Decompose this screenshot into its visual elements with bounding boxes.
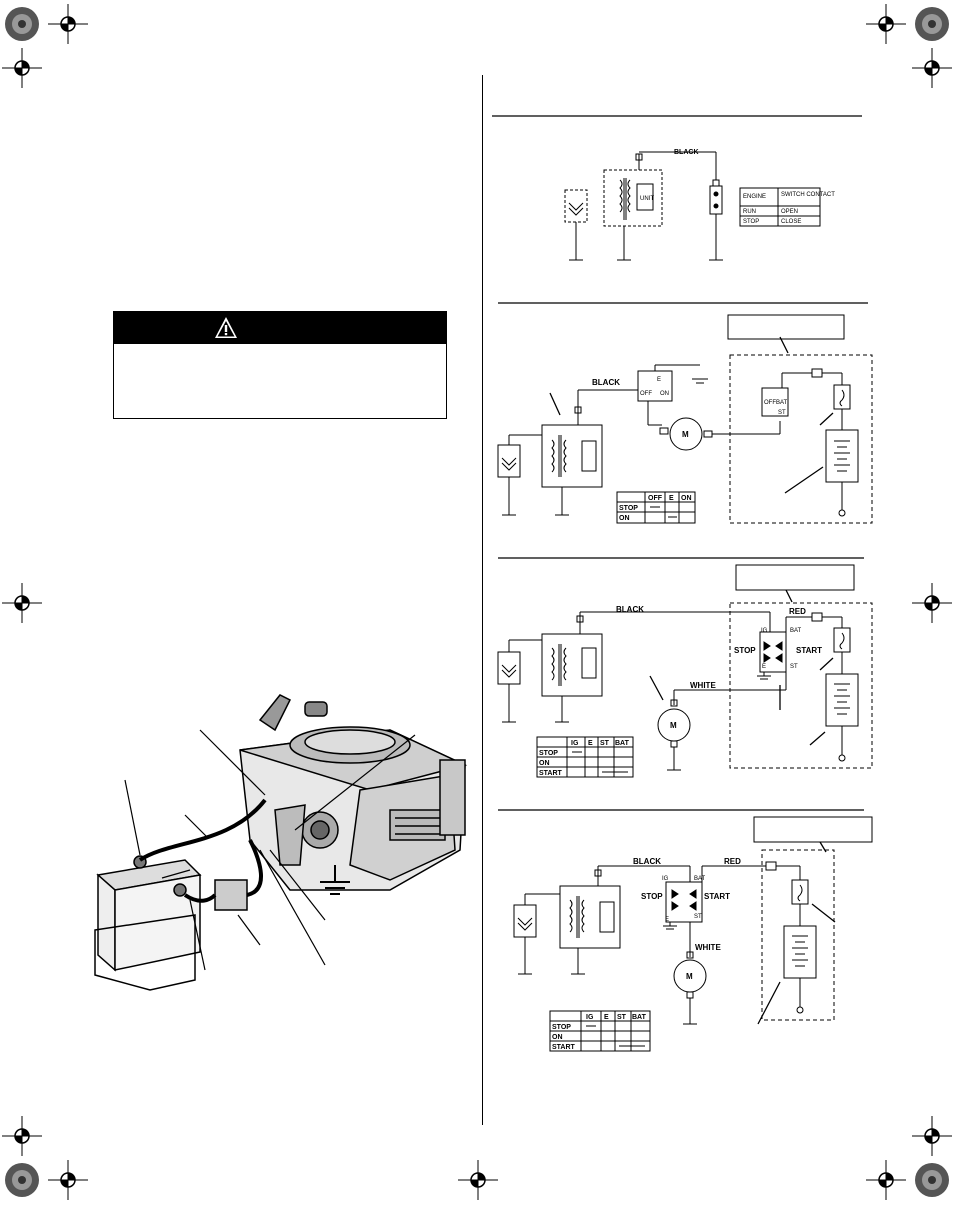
stop-label: STOP bbox=[734, 646, 756, 655]
table-header: E bbox=[604, 1014, 609, 1021]
table-cell: STOP bbox=[552, 1024, 571, 1031]
terminal-ig: IG bbox=[761, 628, 768, 634]
switch-label-on: ON bbox=[660, 391, 669, 397]
table-header: BAT bbox=[615, 740, 630, 747]
table-header: ST bbox=[617, 1014, 627, 1021]
unit-label: UNIT bbox=[640, 196, 654, 202]
crosshair-mark-icon bbox=[866, 4, 906, 44]
table-cell: CLOSE bbox=[781, 219, 801, 225]
column-divider bbox=[482, 75, 483, 1125]
table-header: ST bbox=[600, 740, 610, 747]
crosshair-mark-icon bbox=[866, 1160, 906, 1200]
terminal-bat: BAT bbox=[790, 628, 802, 634]
table-cell: ON bbox=[539, 760, 550, 767]
crosshair-mark-icon bbox=[458, 1160, 498, 1200]
wire-label-black: BLACK bbox=[592, 378, 620, 387]
switch-label-off: OFF bbox=[640, 391, 652, 397]
crosshair-mark-icon bbox=[2, 583, 42, 623]
table-header: E bbox=[588, 740, 593, 747]
table-header: IG bbox=[571, 740, 579, 747]
crosshair-mark-icon bbox=[2, 48, 42, 88]
wiring-diagram-1: BLACK UNIT ENGINE SWITCH CONTACT RUN OPE… bbox=[492, 115, 862, 261]
engine-drawing bbox=[239, 694, 468, 891]
wiring-diagram-4: BLACK RED WHITE IG BAT E ST STOP START M… bbox=[498, 809, 873, 1052]
terminal-st: ST bbox=[694, 914, 702, 920]
wiring-diagram-2: BLACK E OFF ON OFF BAT ST M OFF E ON STO… bbox=[497, 302, 873, 524]
table-header: IG bbox=[586, 1014, 594, 1021]
table-cell: ON bbox=[552, 1034, 563, 1041]
crosshair-mark-icon bbox=[48, 4, 88, 44]
terminal-ig: IG bbox=[662, 876, 669, 882]
corner-rosette-icon bbox=[5, 1163, 39, 1197]
table-cell: STOP bbox=[539, 750, 558, 757]
start-label: START bbox=[796, 646, 822, 655]
wire-label-red: RED bbox=[724, 857, 741, 866]
motor-label: M bbox=[670, 721, 677, 730]
corner-rosette-icon bbox=[915, 7, 949, 41]
ground-symbol bbox=[320, 865, 350, 895]
table-cell: ON bbox=[619, 515, 630, 522]
warning-header bbox=[114, 312, 446, 344]
starter-label-off: OFF bbox=[764, 400, 776, 406]
battery-drawing bbox=[94, 855, 248, 991]
table-cell: RUN bbox=[743, 209, 756, 215]
table-header: E bbox=[669, 495, 674, 502]
crosshair-mark-icon bbox=[912, 1116, 952, 1156]
spark-plug-symbol bbox=[564, 189, 588, 223]
coil-primary bbox=[619, 179, 623, 213]
stop-label: STOP bbox=[641, 892, 663, 901]
wire-label-white: WHITE bbox=[695, 943, 721, 952]
motor-label: M bbox=[686, 972, 693, 981]
terminal-st: ST bbox=[790, 664, 798, 670]
wire-label-black: BLACK bbox=[616, 605, 644, 614]
motor-label: M bbox=[682, 430, 689, 439]
switch-label-e: E bbox=[657, 377, 661, 383]
crosshair-mark-icon bbox=[2, 1116, 42, 1156]
table-header: OFF bbox=[648, 495, 663, 502]
leader-arrows bbox=[549, 336, 834, 494]
leader-arrows bbox=[757, 841, 836, 1025]
terminal-e: E bbox=[762, 664, 766, 670]
leader-lines bbox=[124, 729, 416, 971]
crosshair-mark-icon bbox=[912, 583, 952, 623]
ignition-coil-box bbox=[603, 169, 663, 227]
crosshair-mark-icon bbox=[48, 1160, 88, 1200]
engine-switch-table: ENGINE SWITCH CONTACT RUN OPEN STOP CLOS… bbox=[739, 187, 835, 227]
table-header: ENGINE bbox=[743, 194, 766, 200]
table-header: SWITCH CONTACT bbox=[781, 192, 835, 198]
table-cell: STOP bbox=[743, 219, 759, 225]
cables bbox=[138, 798, 267, 903]
table-cell: START bbox=[539, 770, 563, 777]
warning-triangle-icon bbox=[215, 317, 237, 338]
corner-rosette-icon bbox=[915, 1163, 949, 1197]
starter-label-st: ST bbox=[778, 410, 786, 416]
starter-label-bat: BAT bbox=[776, 400, 788, 406]
table-cell: START bbox=[552, 1044, 576, 1051]
terminal-e: E bbox=[665, 917, 669, 923]
table-header: ON bbox=[681, 495, 692, 502]
spark-gap-icon bbox=[568, 202, 584, 216]
warning-box bbox=[113, 311, 447, 419]
switch-table: OFF E ON STOP ON bbox=[616, 491, 696, 524]
terminal-bat: BAT bbox=[694, 876, 706, 882]
switch-table: IG E ST BAT STOP ON START bbox=[549, 1010, 651, 1052]
wire-label-black: BLACK bbox=[633, 857, 661, 866]
table-header: BAT bbox=[632, 1014, 647, 1021]
corner-rosette-icon bbox=[5, 7, 39, 41]
wire-label-black: BLACK bbox=[674, 149, 699, 156]
start-label: START bbox=[704, 892, 730, 901]
crosshair-mark-icon bbox=[912, 48, 952, 88]
wire-label-red: RED bbox=[789, 607, 806, 616]
wire-label-white: WHITE bbox=[690, 681, 716, 690]
table-cell: OPEN bbox=[781, 209, 798, 215]
engine-battery-illustration bbox=[94, 694, 468, 991]
switch-table: IG E ST BAT STOP ON START bbox=[536, 736, 634, 778]
wiring-diagram-3: BLACK RED WHITE IG BAT E ST STOP START M… bbox=[497, 557, 873, 778]
table-cell: STOP bbox=[619, 505, 638, 512]
leader-arrows bbox=[649, 589, 834, 746]
